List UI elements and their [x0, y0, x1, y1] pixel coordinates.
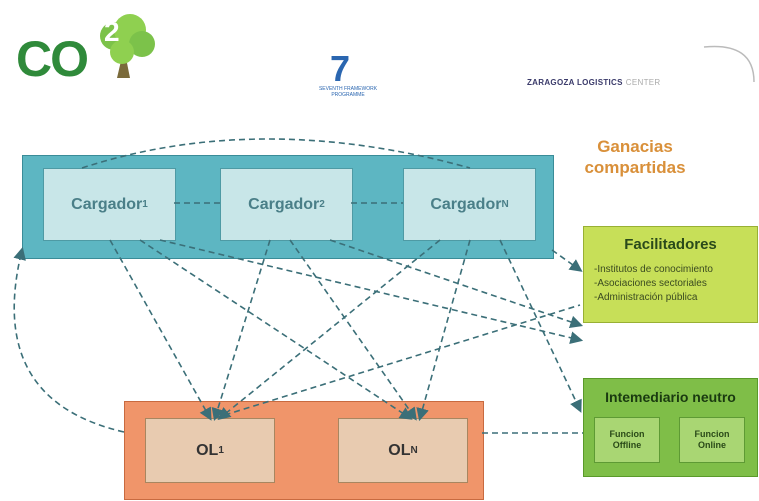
arrow	[289, 239, 417, 421]
fp7-logo: 7	[330, 48, 351, 89]
co2-logo-superscript: 2	[104, 16, 120, 47]
facilitadores-item: -Administración pública	[594, 292, 698, 303]
funcion-offline-box: Funcion Offline	[594, 417, 660, 463]
arrow	[499, 239, 582, 413]
ganancias-compartidas-label: Ganacias compartidas	[584, 137, 686, 177]
left-loop-connector	[13, 246, 125, 433]
co2-logo	[14, 8, 164, 103]
funcion-online-box: Funcion Online	[679, 417, 745, 463]
facilitadores-item: -Asociaciones sectoriales	[594, 278, 707, 289]
co2-logo-text: CO	[16, 31, 89, 87]
arrow	[109, 239, 212, 421]
tree-icon	[100, 14, 155, 78]
arrow	[214, 304, 581, 419]
arrow	[416, 239, 471, 422]
facilitadores-box: Facilitadores -Institutos de conocimient…	[583, 226, 758, 323]
arrow	[551, 249, 583, 272]
top-arc-connector	[81, 138, 471, 169]
facilitadores-item: -Institutos de conocimiento	[594, 264, 713, 275]
facilitadores-title: Facilitadores	[624, 236, 717, 253]
arrow	[329, 239, 584, 328]
zlc-swoosh-icon	[703, 45, 755, 83]
arrow	[139, 239, 413, 420]
arrow	[159, 239, 584, 345]
intermediario-title: Intemediario neutro	[605, 389, 736, 405]
arrow	[217, 239, 441, 421]
arrow	[211, 239, 271, 422]
fp7-caption: SEVENTH FRAMEWORK PROGRAMME	[318, 86, 378, 98]
